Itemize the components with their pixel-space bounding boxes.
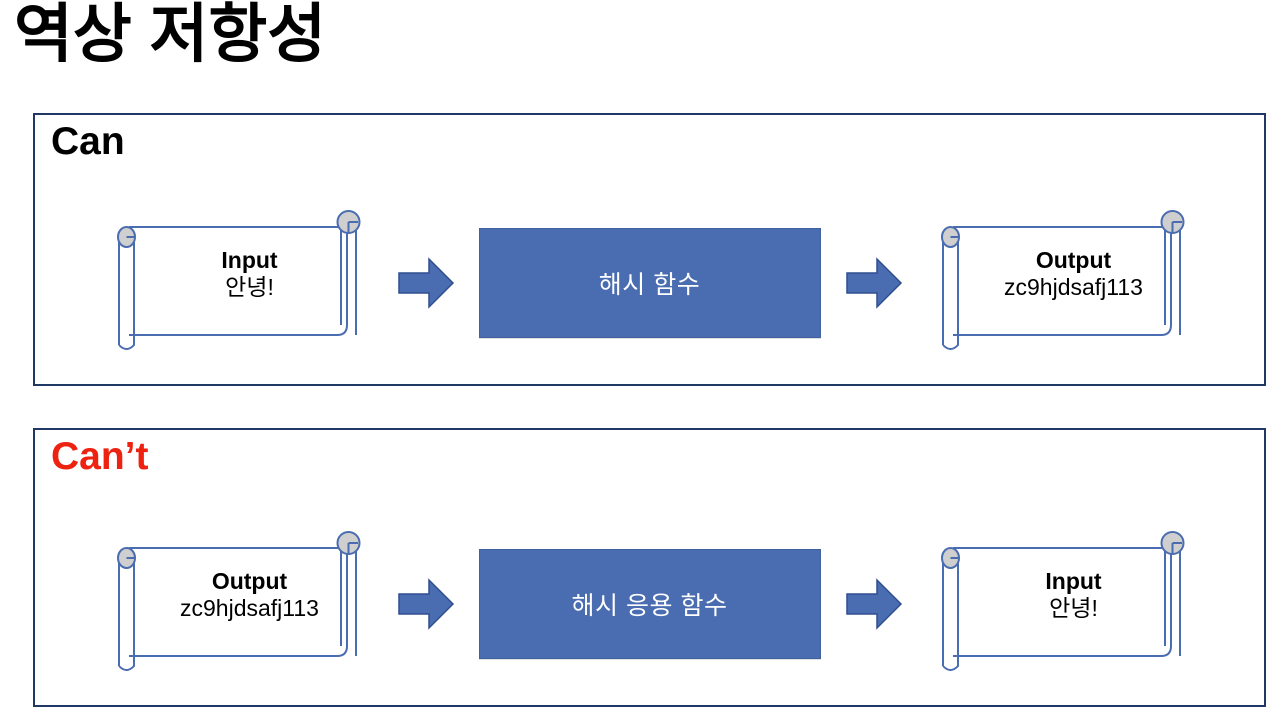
flow-diagram-cant: Output zc9hjdsafj113 해시 응용 함수 (35, 524, 1264, 684)
panel-can: Can (33, 113, 1266, 386)
right-arrow-icon (397, 255, 455, 311)
scroll-source-cant: Output zc9hjdsafj113 (103, 531, 373, 674)
panel-cant: Can’t Output zc9h (33, 428, 1266, 707)
process-box-cant: 해시 응용 함수 (478, 549, 821, 659)
right-arrow-icon (845, 255, 903, 311)
scroll-result-cant: Input 안녕! (927, 531, 1197, 674)
right-arrow-icon (397, 576, 455, 632)
process-box-cant-label: 해시 응용 함수 (571, 592, 728, 620)
process-box-can-label: 해시 함수 (598, 271, 701, 299)
process-box-can: 해시 함수 (478, 228, 821, 338)
panel-label-can: Can (51, 120, 125, 163)
right-arrow-icon (845, 576, 903, 632)
panel-label-cant: Can’t (51, 435, 149, 478)
scroll-source-can: Input 안녕! (103, 210, 373, 353)
scroll-result-can: Output zc9hjdsafj113 (927, 210, 1197, 353)
flow-diagram-can: Input 안녕! 해시 함수 (35, 203, 1264, 363)
page-title: 역상 저항성 (14, 0, 327, 70)
